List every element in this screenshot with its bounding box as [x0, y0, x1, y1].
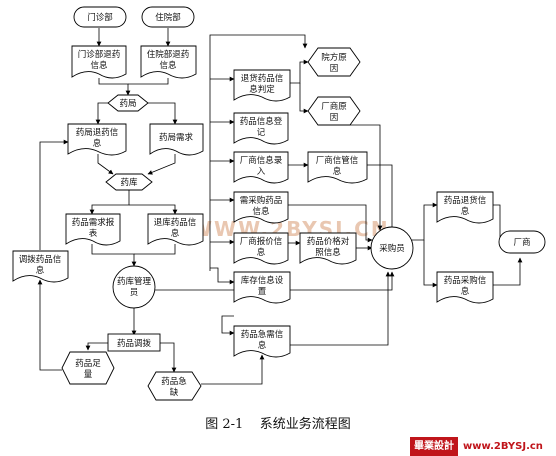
svg-text:药品调拨: 药品调拨: [117, 338, 152, 349]
logo-url: www.2BYSJ.cn: [463, 441, 543, 452]
svg-text:药品采购信息: 药品采购信息: [444, 275, 487, 297]
svg-text:药局退药信息: 药局退药信息: [76, 127, 119, 149]
svg-text:退库药品信息: 退库药品信息: [154, 217, 197, 239]
edge-transferinfo-to-pharmreturn: [39, 139, 69, 250]
site-logo: 畢業設計 www.2BYSJ.cn: [410, 437, 556, 456]
svg-text:药局: 药局: [119, 98, 136, 109]
edge-outreturn-to-pharmacy: [98, 78, 131, 96]
doc-outpatient-return: 门诊部退药信息: [71, 45, 127, 79]
doc-return-drug-info: 退库药品信息: [147, 213, 204, 246]
figure-caption: 图 2-1 系统业务流程图: [205, 416, 351, 432]
node-hospital-reason: 院方原因: [307, 47, 361, 77]
doc-vendor-quote-info: 厂商报价信息: [233, 232, 289, 265]
edge-inreturn-to-pharmacy: [128, 78, 169, 85]
svg-text:需采购药品信息: 需采购药品信息: [240, 195, 283, 217]
svg-text:厂商报价信息: 厂商报价信息: [240, 236, 283, 258]
edge-purchaseinfo-to-vendor: [493, 257, 523, 286]
svg-text:住院部退药信息: 住院部退药信息: [147, 49, 190, 71]
doc-inventory-setting: 库存信息设置: [233, 271, 291, 304]
node-drug-manager: 药库管理员: [112, 265, 156, 309]
edge-urgent-to-urgentneed: [201, 354, 265, 385]
svg-text:药品信息登记: 药品信息登记: [240, 116, 283, 138]
doc-pharmacy-return: 药局退药信息: [67, 123, 127, 156]
svg-text:药品急缺: 药品急缺: [161, 376, 187, 398]
edge-to-inventory: [210, 267, 235, 285]
svg-text:药品急需信息: 药品急需信息: [241, 329, 284, 351]
edge-returndrug-to-manager: [134, 244, 176, 255]
edge-demandreport-to-manager: [91, 244, 137, 267]
doc-vendor-entry: 厂商信息录入: [233, 151, 289, 184]
edge-pharmreturn-to-warehouse: [97, 154, 114, 175]
svg-text:退货药品信息判定: 退货药品信息判定: [241, 73, 284, 95]
svg-text:药库管理员: 药库管理员: [117, 276, 152, 298]
svg-text:厂商信息录入: 厂商信息录入: [240, 155, 283, 177]
doc-drug-demand-report: 药品需求报表: [65, 213, 121, 246]
node-outpatient-dept: 门诊部: [73, 6, 127, 28]
edge-warehouse-to-returndrug: [129, 204, 178, 215]
node-pharmacy: 药局: [107, 94, 149, 112]
edge-judge-to-vendorreason: [299, 83, 309, 114]
doc-urgent-need-info: 药品急需信息: [233, 325, 291, 358]
svg-text:厂商原因: 厂商原因: [321, 101, 347, 123]
doc-purchase-info: 药品采购信息: [436, 271, 494, 304]
doc-inpatient-return: 住院部退药信息: [140, 45, 197, 79]
doc-transfer-info: 调拨药品信息: [12, 250, 69, 283]
edge-pharmacy-to-pharmreturn: [95, 102, 109, 125]
watermark-text: WWW.2BYSJ.CN: [190, 217, 390, 241]
node-inpatient-dept: 住院部: [141, 6, 195, 28]
edge-demand-to-warehouse: [147, 154, 176, 175]
edge-sufficient-to-transferinfo: [37, 279, 62, 371]
edge-warehouse-to-demandreport: [89, 190, 130, 215]
node-purchaser: 采购员: [370, 226, 414, 270]
doc-drug-info-register: 药品信息登记: [233, 112, 289, 145]
logo-brand: 畢業設計: [410, 437, 458, 456]
edge-inventory-to-urgentneed: [221, 315, 235, 336]
svg-text:调拨药品信息: 调拨药品信息: [19, 254, 62, 276]
edge-transfer-to-urgent: [160, 342, 177, 373]
svg-text:药局需求: 药局需求: [159, 132, 194, 143]
svg-text:住院部: 住院部: [155, 12, 181, 23]
svg-text:院方原因: 院方原因: [321, 52, 347, 74]
edge-pharmacy-to-demand: [147, 102, 178, 125]
node-vendor-reason: 厂商原因: [307, 96, 361, 126]
edge-purchaser-to-purchaseinfo: [423, 240, 438, 288]
edge-urgentneed-to-purchaser: [290, 271, 391, 346]
svg-text:药品需求报表: 药品需求报表: [72, 217, 115, 239]
edge-purchasedrug-to-purchaser: [288, 204, 373, 243]
node-drug-transfer: 药品调拨: [107, 333, 161, 352]
edge-purchaser-to-returngoods: [412, 202, 438, 241]
node-drug-urgent-short: 药品急缺: [147, 371, 202, 401]
doc-purchase-drug-info: 需采购药品信息: [233, 191, 289, 224]
svg-text:厂商信管信息: 厂商信管信息: [316, 155, 359, 177]
doc-vendor-manage-info: 厂商信管信息: [307, 151, 368, 184]
edge-returngoods-to-vendor: [493, 204, 504, 245]
edge-transfer-to-sufficient: [85, 342, 108, 351]
node-drug-sufficient: 药品足量: [61, 351, 115, 385]
doc-pharmacy-demand: 药局需求: [149, 123, 204, 156]
node-vendor: 厂商: [498, 230, 546, 254]
svg-text:药库: 药库: [120, 177, 138, 188]
doc-price-compare-info: 药品价格对照信息: [299, 232, 357, 265]
svg-text:厂商: 厂商: [513, 237, 530, 248]
svg-text:门诊部退药信息: 门诊部退药信息: [78, 49, 121, 71]
edge-vendormanage-to-purchaser: [367, 164, 393, 230]
svg-text:库存信息设置: 库存信息设置: [241, 275, 284, 297]
svg-text:采购员: 采购员: [379, 243, 405, 254]
svg-text:药品足量: 药品足量: [75, 358, 101, 380]
edge-manager-to-hospitalreason: [209, 34, 308, 271]
node-warehouse: 药库: [105, 173, 153, 191]
svg-text:药品价格对照信息: 药品价格对照信息: [307, 236, 350, 258]
doc-return-goods-info: 药品退货信息: [436, 191, 494, 224]
svg-text:门诊部: 门诊部: [87, 12, 113, 23]
doc-return-judge: 退货药品信息判定: [233, 69, 291, 102]
svg-text:药品退货信息: 药品退货信息: [444, 195, 487, 217]
edge-judge-to-hospitalreason: [290, 59, 309, 84]
